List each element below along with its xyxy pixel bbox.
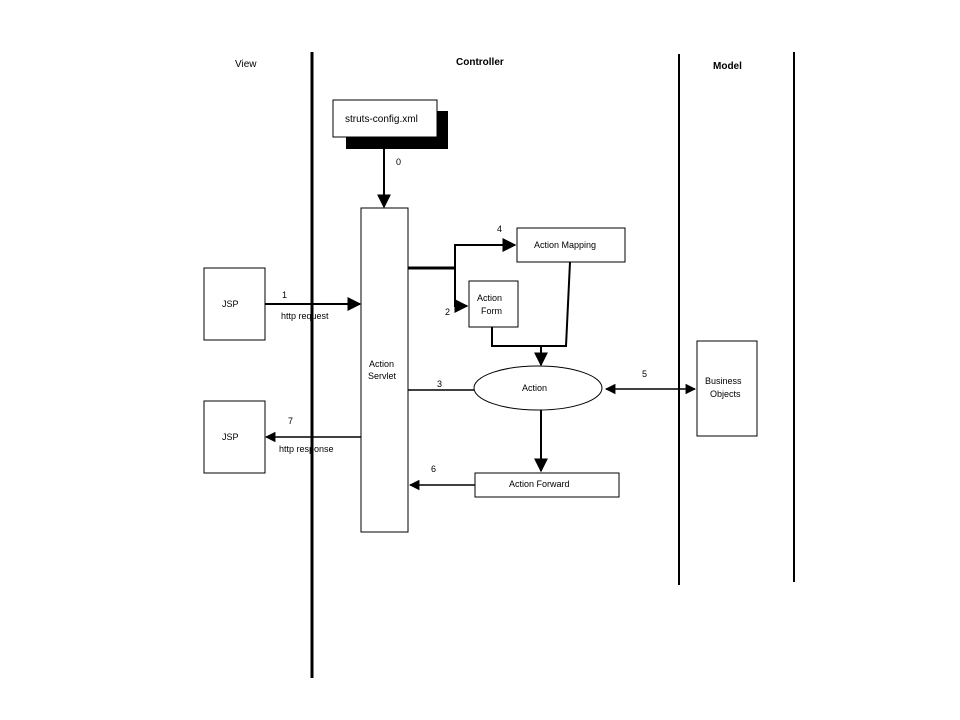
- jsp-request-node: [203, 267, 266, 341]
- struts-config-label: struts-config.xml: [345, 114, 418, 125]
- jsp-request-label: JSP: [222, 299, 239, 309]
- step-1-label: 1: [282, 290, 287, 300]
- model-column-title: Model: [713, 61, 742, 72]
- view-column-title: View: [235, 59, 257, 70]
- step-3-label: 3: [437, 379, 442, 389]
- action-servlet-node: [360, 207, 409, 533]
- action-label: Action: [522, 383, 547, 393]
- http-request-label: http request: [281, 311, 329, 321]
- form-to-action-line: [491, 327, 541, 347]
- controller-column-title: Controller: [456, 57, 504, 68]
- servlet-to-form-arrow: [454, 268, 469, 313]
- mapping-to-action-line: [541, 261, 571, 347]
- step-6-label: 6: [431, 464, 436, 474]
- jsp-response-label: JSP: [222, 432, 239, 442]
- struts-config-file-node: struts-config.xml: [332, 99, 448, 149]
- action-forward-label: Action Forward: [509, 479, 570, 489]
- business-objects-label-line2: Objects: [710, 389, 741, 399]
- action-servlet-label-line1: Action: [369, 359, 394, 369]
- action-form-node: [468, 280, 519, 328]
- action-servlet-label-line2: Servlet: [368, 371, 397, 381]
- business-objects-label-line1: Business: [705, 376, 742, 386]
- action-mapping-node: [516, 227, 626, 263]
- http-response-label: http response: [279, 444, 334, 454]
- action-mapping-label: Action Mapping: [534, 240, 596, 250]
- step-4-label: 4: [497, 224, 502, 234]
- jsp-response-node: [203, 400, 266, 474]
- step-2-label: 2: [445, 307, 450, 317]
- step-0-label: 0: [396, 157, 401, 167]
- step-7-label: 7: [288, 416, 293, 426]
- action-forward-node: [474, 472, 620, 498]
- action-form-label-line1: Action: [477, 293, 502, 303]
- business-objects-node: [696, 340, 758, 437]
- step-5-label: 5: [642, 369, 647, 379]
- action-node: [473, 365, 603, 411]
- servlet-to-mapping-arrow: [454, 238, 517, 268]
- action-form-label-line2: Form: [481, 306, 502, 316]
